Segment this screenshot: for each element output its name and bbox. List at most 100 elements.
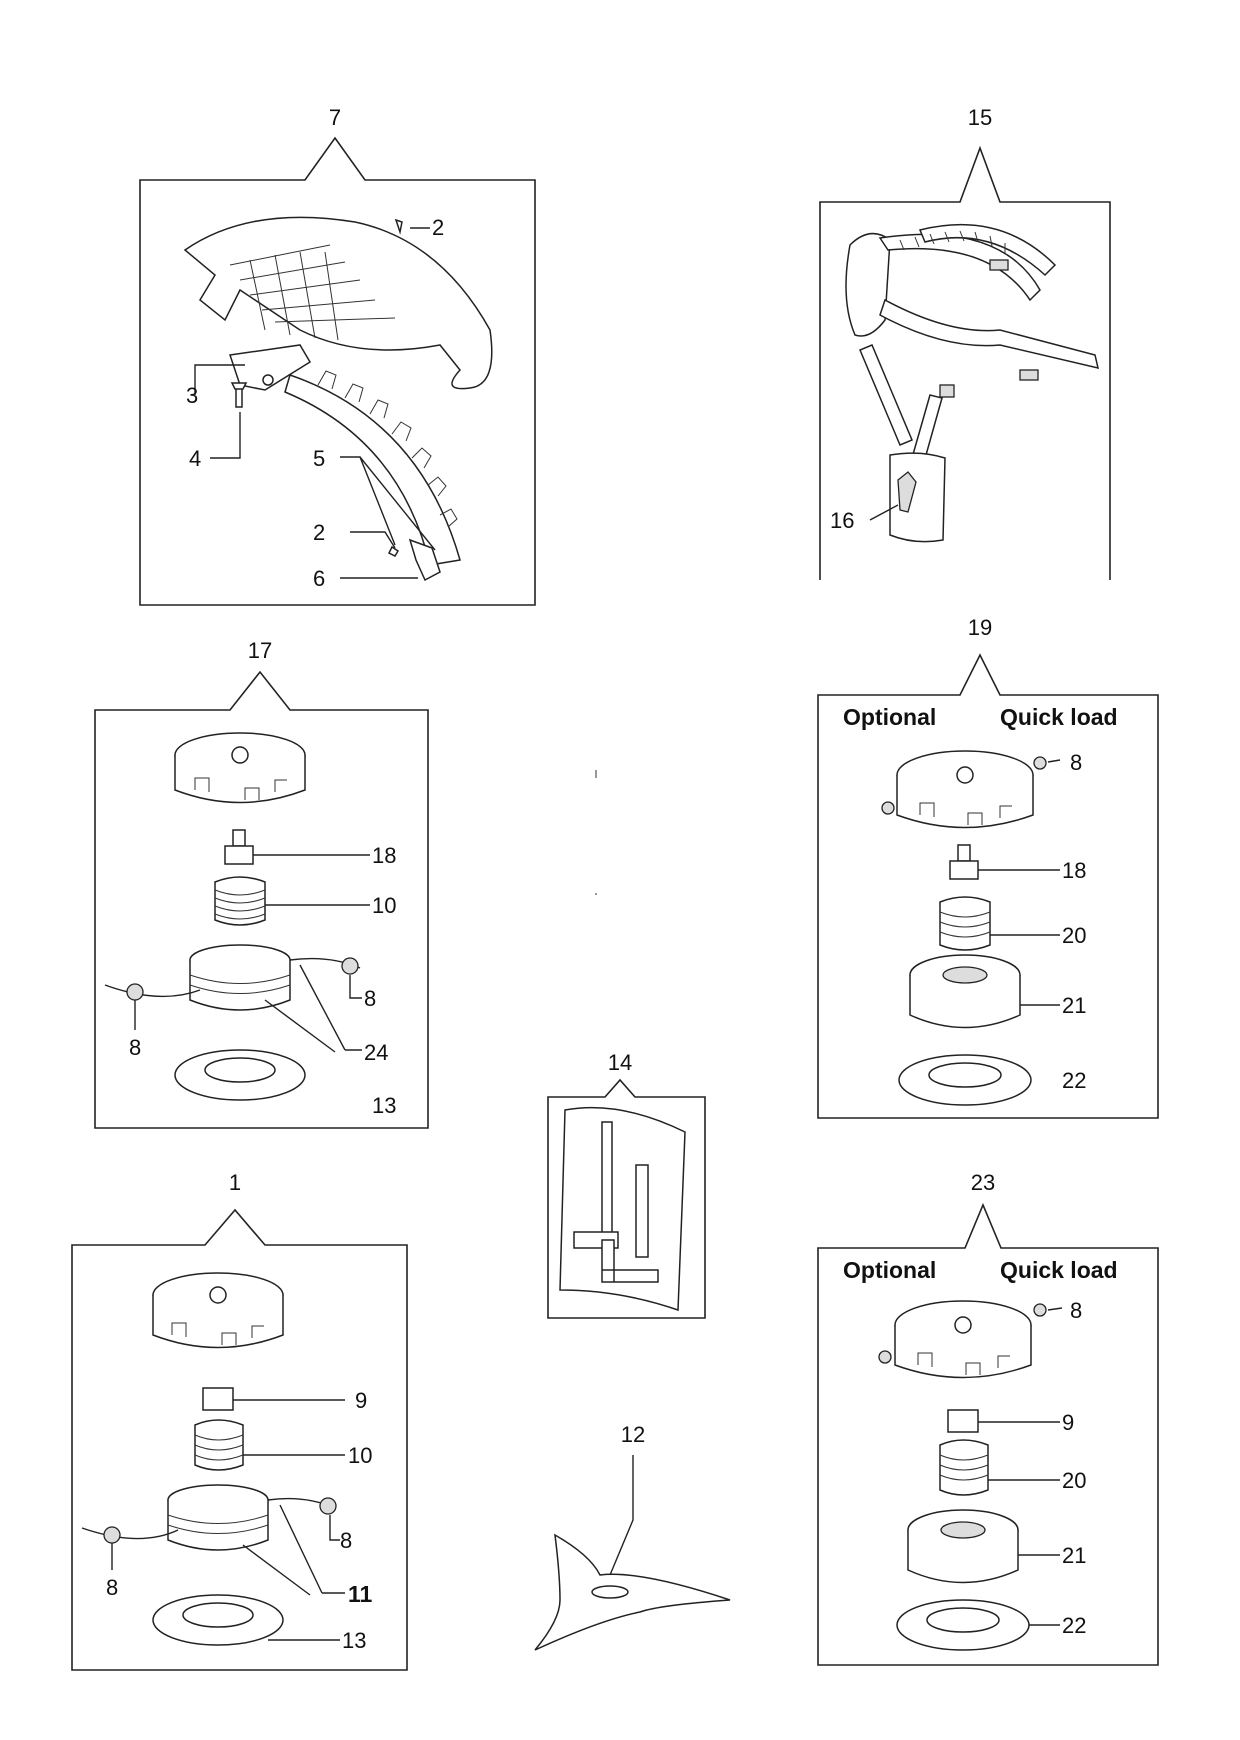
- leader-19-8: [1047, 759, 1061, 763]
- callout-7-5: 5: [313, 446, 325, 471]
- buckle-2: [1019, 369, 1039, 381]
- screw-4: [230, 382, 248, 408]
- callout-23-20: 20: [1062, 1468, 1086, 1493]
- buckle-3: [939, 384, 955, 398]
- q23-cover-side: [894, 1325, 1032, 1379]
- note-19-optional: Optional: [843, 704, 936, 730]
- g1-cover-center: [209, 1286, 227, 1304]
- q23-spring-20: [939, 1439, 989, 1496]
- callout-1-9: 9: [355, 1388, 367, 1413]
- base-ring-13-inner: [204, 1057, 276, 1083]
- callout-17-8l: 8: [129, 1035, 141, 1060]
- callout-7-6: 6: [313, 566, 325, 591]
- callout-17-18: 18: [372, 843, 396, 868]
- callout-23-21: 21: [1062, 1543, 1086, 1568]
- leader-15-16: [869, 504, 899, 521]
- q23-spool-21-body: [907, 1530, 1019, 1584]
- extension-teeth: [317, 370, 458, 528]
- group-15-harness: 15 16: [819, 105, 1111, 580]
- g1-eyelet-8-right: [319, 1497, 337, 1515]
- guard-ribs: [229, 244, 396, 323]
- group-15-label: 15: [968, 105, 992, 130]
- q23-eyelet-8: [1033, 1303, 1047, 1317]
- leader-23-8: [1047, 1307, 1063, 1311]
- g1-eyelet-8-left: [103, 1526, 121, 1544]
- bolt-18-hex: [224, 845, 254, 865]
- leader-1-11: [242, 1504, 345, 1596]
- callout-7-3: 3: [186, 383, 198, 408]
- group-14-frame: [547, 1078, 706, 1319]
- guard-extension: [284, 374, 461, 566]
- note-23-quick-load: Quick load: [1000, 1257, 1118, 1283]
- leader-17-24: [264, 964, 362, 1053]
- q19-cover-center: [956, 766, 974, 784]
- line-cutter-knife-6: [408, 538, 441, 582]
- group-7-guard: 7 2 3 4 5 2 6: [139, 105, 536, 606]
- callout-17-8r: 8: [364, 986, 376, 1011]
- group-17-trimmer-head: 17 18 10 8 8 24 13: [94, 638, 429, 1129]
- head-cover-notches: [194, 777, 287, 800]
- group-1-label: 1: [229, 1170, 241, 1195]
- group-19-frame: [817, 653, 1159, 1119]
- leader-7-4: [210, 412, 241, 459]
- q19-cover-side: [896, 775, 1034, 829]
- q23-base-ring-22-inner: [926, 1607, 1000, 1633]
- shoulder-strap-top: [918, 224, 1057, 277]
- hip-pad: [889, 452, 946, 543]
- group-19-quick-load-head: 19 Optional Quick load 8 18 20 21 22: [817, 615, 1159, 1119]
- screw-2-top: [394, 218, 403, 235]
- callout-7-2b: 2: [313, 520, 325, 545]
- q19-cover-notches: [919, 802, 1012, 825]
- q23-spool-21-hub: [940, 1521, 986, 1539]
- spool-24-grooves: [189, 974, 291, 994]
- callout-1-11: 11: [348, 1581, 373, 1607]
- leader-7-5: [340, 456, 436, 551]
- head-cover-center: [231, 746, 249, 764]
- callout-15-16: 16: [830, 508, 854, 533]
- note-19-quick-load: Quick load: [1000, 704, 1118, 730]
- g1-cover-notches: [171, 1322, 264, 1345]
- q23-spring-20-coils: [939, 1454, 989, 1481]
- q19-spool-21-hub: [942, 966, 988, 984]
- callout-17-13: 13: [372, 1093, 396, 1118]
- blade-12: [534, 1533, 731, 1651]
- waist-strap: [879, 298, 1100, 370]
- group-14-label: 14: [608, 1050, 632, 1075]
- callout-23-22: 22: [1062, 1613, 1086, 1638]
- g1-spool-11-grooves: [167, 1514, 269, 1534]
- group-7-frame: [139, 136, 536, 606]
- group-17-label: 17: [248, 638, 272, 663]
- callout-7-2a: 2: [432, 215, 444, 240]
- q19-spring-20-coils: [939, 911, 991, 938]
- q23-cover-notches: [917, 1352, 1010, 1375]
- q23-nut-9: [947, 1409, 979, 1433]
- line-left: [104, 984, 201, 998]
- callout-1-8l: 8: [106, 1575, 118, 1600]
- back-pad: [845, 232, 891, 337]
- group-19-label: 19: [968, 615, 992, 640]
- group-12-label: 12: [621, 1422, 645, 1447]
- spool-24-body: [189, 960, 291, 1011]
- buckle-1: [989, 259, 1009, 271]
- plate-hole: [262, 374, 274, 386]
- leader-7-2b: [350, 531, 396, 549]
- leader-7-3: [194, 364, 245, 395]
- group-23-quick-load-head: 23 Optional Quick load 8 9 20 21 22: [817, 1170, 1159, 1666]
- g1-spool-11-body: [167, 1500, 269, 1551]
- group-1-trimmer-head: 1 9 10 8 8 11 13: [71, 1170, 408, 1671]
- spring-10-coils: [214, 889, 266, 920]
- guard-ribs-2: [249, 251, 339, 341]
- q19-spring-20: [939, 896, 991, 951]
- tool-pouch: [559, 1106, 686, 1312]
- group-12-blade: 12: [534, 1422, 731, 1651]
- snap-hook-16: [897, 471, 917, 513]
- screw-2-bottom: [387, 545, 400, 557]
- callout-19-18: 18: [1062, 858, 1086, 883]
- g1-base-ring-13-inner: [182, 1602, 254, 1628]
- g1-spring-10-coils: [194, 1434, 244, 1461]
- leader-1-8r: [329, 1515, 340, 1541]
- q19-bolt-18-hex: [949, 860, 979, 880]
- q19-bolt-18-thread: [957, 844, 971, 862]
- group-14-tools: 14: [547, 1050, 706, 1319]
